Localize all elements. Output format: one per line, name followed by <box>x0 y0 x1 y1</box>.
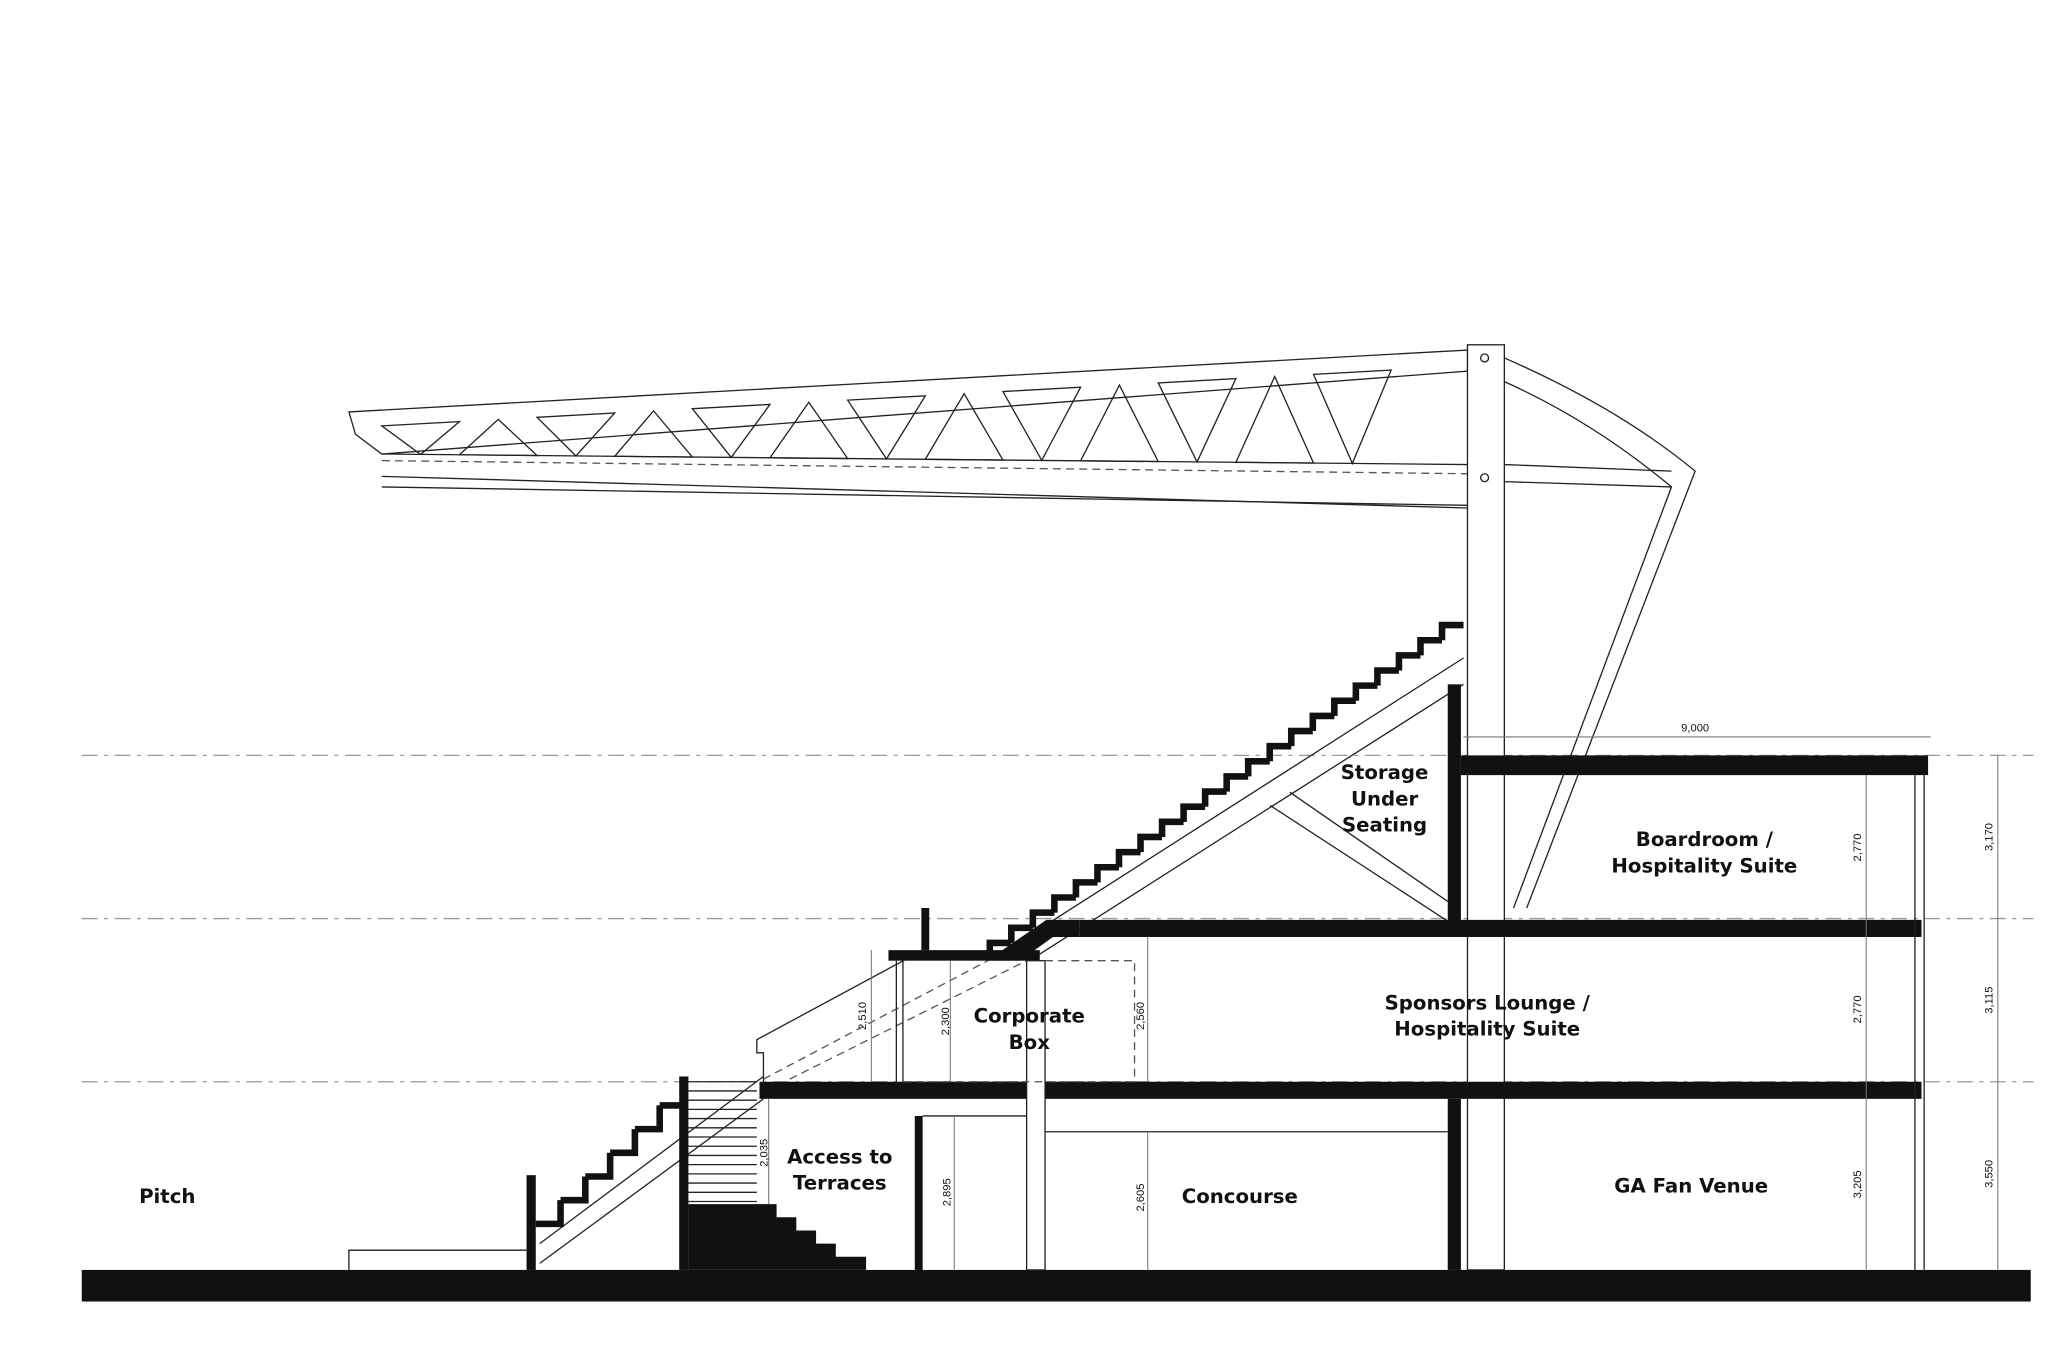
seating-step <box>1352 682 1378 701</box>
main-column <box>1466 344 1505 1271</box>
dim-clear-ground: 3,205 <box>1852 1170 1864 1198</box>
dimension-lines <box>768 736 1999 1270</box>
truss-web <box>1079 383 1160 463</box>
dim-access-ceiling: 2,895 <box>941 1178 953 1206</box>
seating-step <box>1029 909 1055 928</box>
seating-step <box>1331 697 1356 716</box>
terrace-step <box>535 1200 564 1228</box>
seating-step <box>1051 894 1076 913</box>
dim-box-back: 2,560 <box>1135 1002 1147 1030</box>
truss-web <box>1312 369 1393 466</box>
lower-terrace <box>348 1075 764 1270</box>
seating-step <box>1287 727 1313 747</box>
terrace-step <box>610 1129 639 1157</box>
seating-step <box>1115 848 1141 868</box>
truss-web <box>846 395 927 461</box>
truss-web <box>457 418 539 457</box>
truss-web <box>613 409 694 458</box>
seating-step <box>1438 621 1464 641</box>
truss-web <box>379 420 462 456</box>
truss-web <box>1157 377 1237 464</box>
level-lines <box>81 754 2034 1083</box>
dim-box-front: 2,510 <box>857 1002 869 1030</box>
seating-step <box>1266 742 1292 762</box>
seating-step <box>1008 924 1033 943</box>
seating-step <box>1223 773 1249 792</box>
truss-web <box>535 412 617 457</box>
structure <box>81 684 2031 1302</box>
seating-step <box>1417 636 1443 656</box>
seating-step <box>1094 863 1119 883</box>
seating-step <box>1244 758 1270 777</box>
dim-box-inner: 2,300 <box>940 1007 952 1035</box>
dim-access-stair: 2,035 <box>758 1139 770 1167</box>
seating-step <box>1395 652 1421 671</box>
label-sponsors-lounge: Sponsors Lounge /Hospitality Suite <box>1385 991 1591 1040</box>
label-boardroom: Boardroom /Hospitality Suite <box>1611 828 1797 877</box>
roof-truss <box>348 349 1469 509</box>
dim-roof-width: 9,000 <box>1681 723 1709 735</box>
roof-back-strut <box>1504 357 1696 909</box>
label-pitch: Pitch <box>139 1185 195 1208</box>
label-concourse: Concourse <box>1182 1185 1298 1208</box>
terrace-step <box>634 1105 663 1133</box>
dim-concourse-ceiling: 2,605 <box>1135 1184 1147 1212</box>
seating-step <box>1309 712 1335 732</box>
truss-web <box>768 401 849 460</box>
truss-web <box>1001 386 1082 462</box>
dim-floor-top: 3,170 <box>1984 823 1996 851</box>
label-ga-fan-venue: GA Fan Venue <box>1614 1174 1768 1197</box>
access-stair <box>679 953 1041 1270</box>
terrace-step <box>585 1152 614 1180</box>
dim-floor-ground: 3,550 <box>1984 1160 1996 1188</box>
truss-web <box>691 403 772 459</box>
seating-step <box>1180 803 1206 822</box>
upper-seating-tier <box>986 621 1464 959</box>
dim-floor-mid: 3,115 <box>1984 987 1996 1014</box>
seating-step <box>1158 818 1184 837</box>
seating-step <box>1072 879 1098 898</box>
truss-web <box>924 392 1005 461</box>
dim-clear-mid: 2,770 <box>1852 995 1864 1023</box>
truss-web <box>1234 374 1315 464</box>
seating-step <box>1201 788 1227 807</box>
seating-step <box>1137 833 1163 853</box>
seating-step <box>1374 667 1399 686</box>
dim-clear-top: 2,770 <box>1852 834 1864 862</box>
terrace-step <box>560 1176 589 1204</box>
